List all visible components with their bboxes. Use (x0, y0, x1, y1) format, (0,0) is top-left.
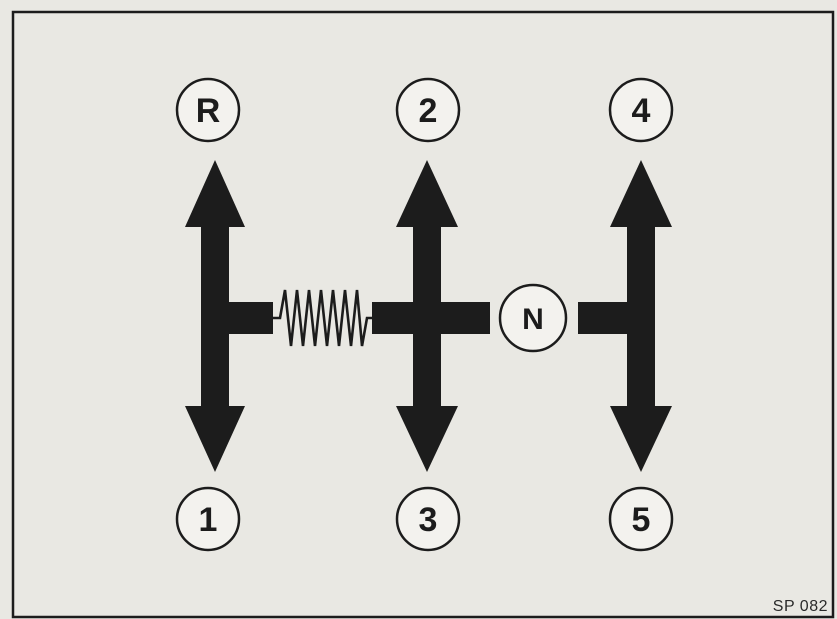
diagram-frame (11, 10, 835, 619)
gear-label-fifth: 5 (632, 501, 651, 539)
gear-circle (175, 486, 241, 552)
gate-stub-right (578, 302, 641, 334)
gear-label-reverse: R (196, 92, 221, 130)
gear-label-neutral: N (522, 303, 544, 336)
gear-position-reverse: R (175, 77, 241, 143)
gear-circle (395, 77, 461, 143)
gear-position-third: 3 (395, 486, 461, 552)
gear-position-second: 2 (395, 77, 461, 143)
gear-position-neutral: N (498, 283, 568, 353)
gear-position-first: 1 (175, 486, 241, 552)
gear-circle (175, 77, 241, 143)
gate-crossbar-middle (372, 302, 490, 334)
arrow-up-icon (396, 160, 458, 227)
arrow-down-icon (185, 406, 245, 472)
arrow-up-icon (610, 160, 672, 227)
arrow-down-icon (610, 406, 672, 472)
gate-second-third (372, 160, 490, 472)
gate-fourth-fifth (578, 160, 672, 472)
gear-circle (608, 77, 674, 143)
gate-reverse-first (185, 160, 273, 472)
gear-circle (608, 486, 674, 552)
spring-icon (273, 289, 372, 347)
gear-position-fifth: 5 (608, 486, 674, 552)
gear-label-first: 1 (199, 501, 218, 539)
gear-circle (498, 283, 568, 353)
arrow-up-icon (185, 160, 245, 227)
gear-position-fourth: 4 (608, 77, 674, 143)
gate-stub-left (201, 302, 273, 334)
gear-label-fourth: 4 (632, 92, 651, 130)
figure-reference-code: SP 082 (773, 598, 828, 615)
gear-circle (395, 486, 461, 552)
arrow-down-icon (396, 406, 458, 472)
gear-label-second: 2 (419, 92, 438, 130)
gear-label-third: 3 (419, 501, 438, 539)
